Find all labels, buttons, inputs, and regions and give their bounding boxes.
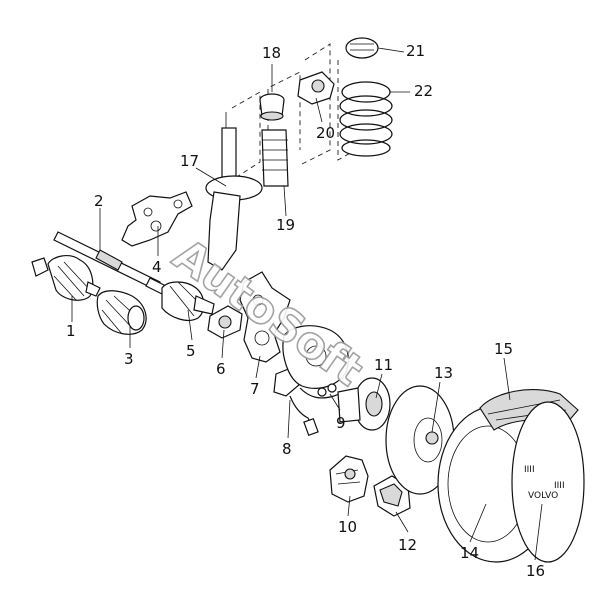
svg-text:IIII: IIII: [554, 481, 565, 491]
wheel-drum-cover: IIII VOLVO IIII: [511, 401, 585, 563]
coil-spring: [339, 81, 393, 157]
label-7: 7: [250, 380, 260, 398]
label-19: 19: [276, 216, 295, 234]
dust-boot: [261, 129, 289, 187]
label-1: 1: [66, 322, 76, 340]
drive-shaft: [53, 231, 171, 297]
label-20: 20: [316, 124, 335, 142]
callout-labels: 1 2 3 4 5 6 7 8 9 10 11 12 13 14 15 16 1…: [66, 42, 545, 580]
spring-seat: [345, 37, 379, 59]
label-16: 16: [526, 562, 545, 580]
label-17: 17: [180, 152, 199, 170]
upper-mount: [297, 71, 335, 105]
label-3: 3: [124, 350, 134, 368]
cv-joint-boot: [96, 290, 147, 335]
label-18: 18: [262, 44, 281, 62]
label-22: 22: [414, 82, 433, 100]
steering-knuckle: [239, 271, 291, 363]
outer-cv-joint: [161, 281, 215, 321]
brake-pads: [373, 475, 411, 517]
label-2: 2: [94, 192, 104, 210]
axle-shaft-shoe: [31, 255, 101, 301]
brake-caliper: [329, 455, 369, 503]
label-6: 6: [216, 360, 226, 378]
assembly-guide-lines: [231, 43, 353, 181]
bracket: [121, 191, 193, 247]
svg-text:VOLVO: VOLVO: [528, 491, 558, 501]
svg-text:IIII: IIII: [524, 465, 535, 475]
label-14: 14: [460, 544, 479, 562]
label-10: 10: [338, 518, 357, 536]
label-5: 5: [186, 342, 196, 360]
ball-joint: [207, 305, 243, 339]
leader-lines: [71, 47, 543, 561]
label-21: 21: [406, 42, 425, 60]
label-15: 15: [494, 340, 513, 358]
label-12: 12: [398, 536, 417, 554]
label-8: 8: [282, 440, 292, 458]
wheel-hub: [337, 377, 391, 431]
label-4: 4: [152, 258, 162, 276]
brake-hose: [282, 325, 349, 399]
label-13: 13: [434, 364, 453, 382]
label-9: 9: [336, 414, 346, 432]
bump-stop: [259, 93, 285, 121]
label-11: 11: [374, 356, 393, 374]
